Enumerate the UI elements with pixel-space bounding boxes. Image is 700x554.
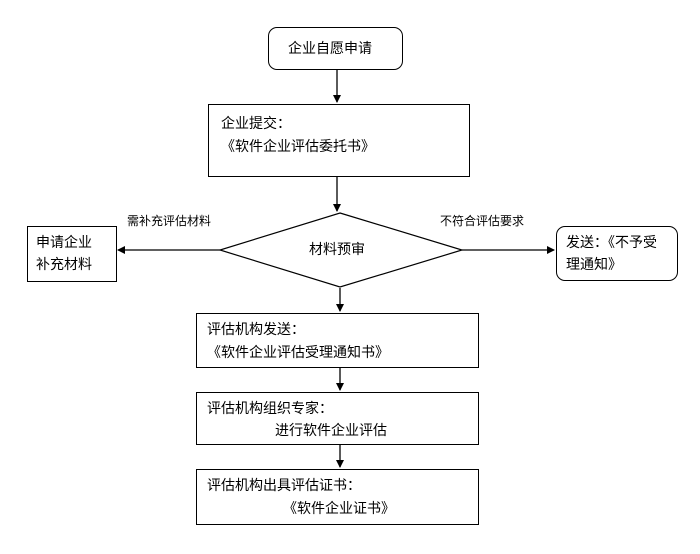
- supplement-materials-node: 申请企业 补充材料: [27, 226, 117, 282]
- accept-notice-node: 评估机构发送： 《软件企业评估受理通知书》: [196, 313, 479, 368]
- rejection-notice-node: 发送：《不予受 理通知》: [556, 226, 678, 281]
- edge-label-need-materials: 需补充评估材料: [127, 214, 212, 228]
- edge-label-not-qualified: 不符合评估要求: [440, 214, 525, 228]
- experts-line1: 评估机构组织专家：: [207, 401, 333, 417]
- expert-evaluation-node: 评估机构组织专家： 进行软件企业评估: [196, 392, 479, 445]
- supplement-line1: 申请企业: [36, 235, 92, 251]
- accept-line2: 《软件企业评估受理通知书》: [207, 345, 389, 361]
- start-node: 企业自愿申请: [268, 27, 403, 70]
- certificate-line2: 《软件企业证书》: [283, 501, 395, 517]
- certificate-line1: 评估机构出具评估证书：: [207, 478, 361, 494]
- certificate-node: 评估机构出具评估证书： 《软件企业证书》: [196, 469, 479, 525]
- submit-line2: 《软件企业评估委托书》: [221, 139, 375, 155]
- submit-line1: 企业提交：: [221, 116, 291, 132]
- rejection-line2: 理通知》: [566, 257, 622, 273]
- experts-line2: 进行软件企业评估: [275, 423, 387, 439]
- review-diamond: [217, 212, 465, 288]
- supplement-line2: 补充材料: [36, 257, 92, 273]
- start-label: 企业自愿申请: [288, 41, 372, 57]
- review-label: 材料预审: [309, 242, 365, 258]
- rejection-line1: 发送：《不予受: [566, 235, 657, 251]
- accept-line1: 评估机构发送：: [207, 322, 305, 338]
- submit-node: 企业提交： 《软件企业评估委托书》: [208, 104, 470, 177]
